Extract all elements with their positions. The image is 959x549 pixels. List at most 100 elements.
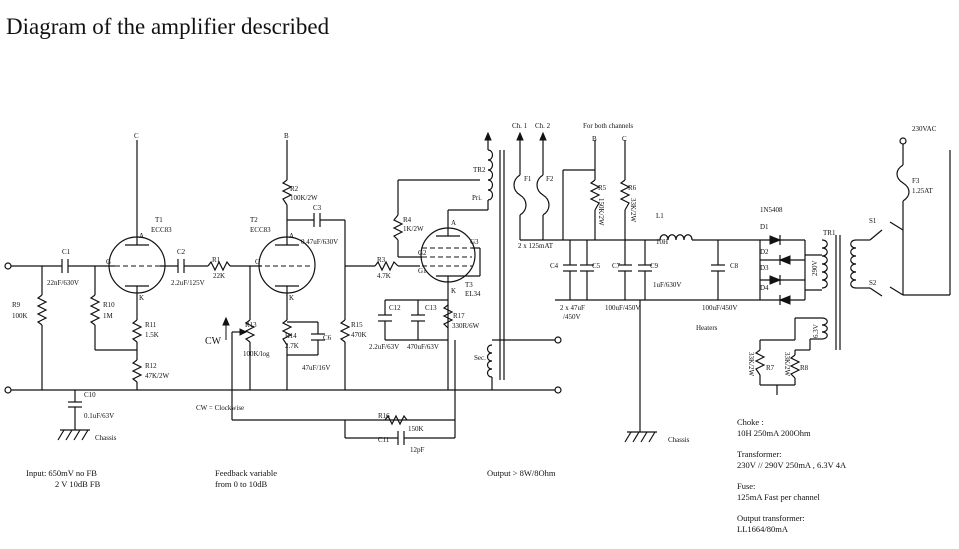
- output-transformer-tr2: [486, 135, 562, 380]
- label-r6: R6: [628, 184, 637, 192]
- label-l1: L1: [656, 212, 664, 220]
- label-k2: K: [289, 294, 294, 302]
- chassis-ground-2: [624, 431, 657, 443]
- label-t3: T3: [465, 281, 473, 289]
- label-chassis2: Chassis: [668, 436, 690, 444]
- label-r2: R2: [290, 185, 299, 193]
- label-c5: C5: [592, 262, 601, 270]
- label-chassis1: Chassis: [95, 434, 117, 442]
- label-cw: CW: [205, 336, 222, 347]
- label-ap: A: [451, 219, 456, 227]
- label-c7: C7: [612, 262, 621, 270]
- label-r17: R17: [453, 312, 465, 320]
- label-heaters: Heaters: [696, 324, 718, 332]
- resistor-r6: [619, 179, 631, 211]
- label-t2: T2: [250, 216, 258, 224]
- label-c6: C6: [323, 334, 332, 342]
- fuse-f1: [513, 131, 527, 240]
- label-r8-val: 33K/2W: [783, 352, 791, 377]
- label-b-top2: B: [592, 135, 597, 143]
- label-kp: K: [451, 287, 456, 295]
- tube-t3: [420, 210, 481, 300]
- label-c7-val: 100uF/450V: [605, 304, 640, 312]
- note-feedback-2: from 0 to 10dB: [215, 479, 268, 489]
- resistor-r2: [281, 179, 293, 206]
- label-r15-val: 470K: [351, 331, 367, 339]
- potentiometer-r13: [244, 319, 256, 343]
- label-r5-val: 150K/2W: [597, 198, 605, 226]
- label-r14: R14: [285, 332, 297, 340]
- resistor-r12: [131, 359, 143, 383]
- label-s2: S2: [869, 279, 877, 287]
- label-r10-val: 1M: [103, 312, 114, 320]
- label-r7: R7: [766, 364, 775, 372]
- label-c12: C12: [389, 304, 401, 312]
- label-d3: D3: [760, 264, 769, 272]
- label-r13: R13: [245, 321, 257, 329]
- label-c1-val: 22nF/630V: [47, 279, 79, 287]
- resistor-r17: [442, 304, 454, 329]
- label-f3: F3: [912, 177, 920, 185]
- note-input-2: 2 V 10dB FB: [55, 479, 101, 489]
- label-c3-val: 0.47uF/630V: [301, 238, 338, 246]
- label-c13-val: 470uF/63V: [407, 343, 439, 351]
- label-d4: D4: [760, 284, 769, 292]
- capacitor-c4-c5: [563, 240, 594, 300]
- label-r1-val: 22K: [213, 272, 225, 280]
- label-c10: C10: [84, 391, 96, 399]
- label-r4: R4: [403, 216, 412, 224]
- label-r2-val: 100K/2W: [290, 194, 318, 202]
- label-c3: C3: [313, 204, 322, 212]
- label-l1-val: 10H: [656, 238, 668, 246]
- label-c45-val2: /450V: [563, 313, 581, 321]
- label-c2-val: 2.2uF/125V: [171, 279, 205, 287]
- label-c-top2: C: [622, 135, 627, 143]
- label-for-both: For both channels: [583, 122, 633, 130]
- label-r15: R15: [351, 321, 363, 329]
- label-c8: C8: [730, 262, 739, 270]
- label-r16-val: 150K: [408, 425, 424, 433]
- label-c11-val: 12pF: [410, 446, 425, 454]
- label-fuse-val: 2 x 125mAT: [518, 242, 554, 250]
- label-g2p: G2: [418, 249, 427, 257]
- label-r3-val: 4.7K: [377, 272, 391, 280]
- resistor-r10: [89, 294, 101, 326]
- capacitor-c7-c9: [618, 240, 652, 300]
- note-trans-h: Transformer:: [737, 449, 782, 459]
- note-fuse-h: Fuse:: [737, 481, 755, 491]
- label-s1: S1: [869, 217, 877, 225]
- label-g1: G: [106, 258, 111, 266]
- resistor-r3: [374, 260, 399, 272]
- label-c11: C11: [378, 436, 390, 444]
- note-fuse-v: 125mA Fast per channel: [737, 492, 820, 502]
- capacitor-c1: [60, 259, 72, 273]
- label-a2: A: [289, 232, 294, 240]
- note-out-h: Output transformer:: [737, 513, 805, 523]
- mains-transformer-tr1: [821, 235, 870, 350]
- label-b-top1: B: [284, 132, 289, 140]
- label-f1: F1: [524, 175, 532, 183]
- resistor-r4: [392, 214, 404, 241]
- resistor-r14: [281, 319, 293, 346]
- label-r7-val: 33K/2W: [747, 352, 755, 377]
- fuse-f2: [536, 131, 550, 240]
- label-r11: R11: [145, 321, 157, 329]
- label-cw-def: CW = Clockwise: [196, 404, 244, 412]
- label-r4-val: 1K/2W: [403, 225, 424, 233]
- note-feedback-1: Feedback variable: [215, 468, 277, 478]
- label-g2: G: [255, 258, 260, 266]
- label-c4: C4: [550, 262, 559, 270]
- label-f3-val: 1.25AT: [912, 187, 934, 195]
- label-k1: K: [139, 294, 144, 302]
- label-r5: R5: [598, 184, 607, 192]
- label-v63: 6.3V: [812, 324, 820, 338]
- label-g3p: G3: [470, 238, 479, 246]
- label-f2: F2: [546, 175, 554, 183]
- label-c12-val: 2.2uF/63V: [369, 343, 399, 351]
- label-ch2: Ch. 2: [535, 122, 551, 130]
- note-output: Output > 8W/8Ohm: [487, 468, 556, 478]
- label-tr2: TR2: [473, 166, 486, 174]
- resistor-r1: [207, 260, 231, 272]
